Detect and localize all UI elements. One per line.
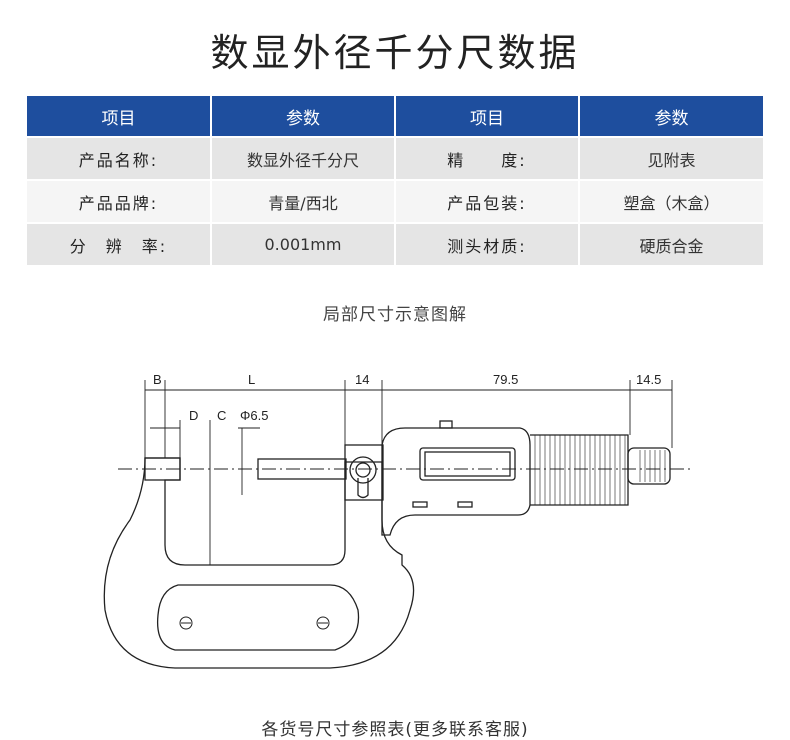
button-left — [412, 501, 428, 508]
spec-table: 项目 参数 项目 参数 产品名称: 数显外径千分尺 精 度: 见附表 产品品牌:… — [27, 96, 763, 265]
label-phi: Φ6.5 — [240, 408, 268, 423]
button-right — [457, 501, 473, 508]
header-param-1: 参数 — [211, 96, 396, 137]
display-body — [381, 427, 531, 536]
label-79-5: 79.5 — [493, 372, 518, 387]
footer-note: 各货号尺寸参照表(更多联系客服) — [261, 720, 529, 740]
label-14: 14 — [355, 372, 369, 387]
micrometer-diagram: B L 14 79.5 14.5 D C Φ6.5 — [103, 372, 690, 669]
row-value: 硬质合金 — [579, 222, 763, 265]
row-value: 见附表 — [579, 136, 763, 180]
display-screen — [419, 447, 516, 481]
table-row: 产品品牌: 青量/西北 产品包装: 塑盒（木盒） — [27, 179, 763, 223]
table-row: 产品名称: 数显外径千分尺 精 度: 见附表 — [27, 136, 763, 180]
lock-knob-outer — [349, 456, 377, 484]
table-row: 分 辨 率: 0.001mm 测头材质: 硬质合金 — [27, 222, 763, 265]
header-param-2: 参数 — [579, 96, 763, 137]
header-item-1: 项目 — [27, 96, 212, 137]
label-d: D — [189, 408, 198, 423]
table-header-row: 项目 参数 项目 参数 — [27, 96, 763, 137]
screw-right — [316, 616, 330, 630]
header-item-2: 项目 — [395, 96, 580, 137]
row-label: 测头材质: — [395, 222, 580, 265]
label-14-5: 14.5 — [636, 372, 661, 387]
frame-outer — [103, 457, 415, 669]
screw-left — [179, 616, 193, 630]
row-value: 0.001mm — [211, 222, 396, 265]
label-b: B — [153, 372, 162, 387]
row-value: 塑盒（木盒） — [579, 179, 763, 223]
row-label: 精 度: — [395, 136, 580, 180]
ratchet — [627, 447, 671, 485]
row-label: 产品名称: — [27, 136, 212, 180]
lock-body — [344, 444, 384, 501]
frame-plate — [156, 584, 360, 651]
lock-knob-inner — [355, 462, 371, 478]
row-value: 数显外径千分尺 — [211, 136, 396, 180]
row-label: 产品包装: — [395, 179, 580, 223]
row-label: 分 辨 率: — [27, 222, 212, 265]
label-l: L — [248, 372, 255, 387]
diagram-title: 局部尺寸示意图解 — [323, 305, 467, 325]
row-label: 产品品牌: — [27, 179, 212, 223]
row-value: 青量/西北 — [211, 179, 396, 223]
label-c: C — [217, 408, 226, 423]
page-title: 数显外径千分尺数据 — [210, 31, 580, 75]
